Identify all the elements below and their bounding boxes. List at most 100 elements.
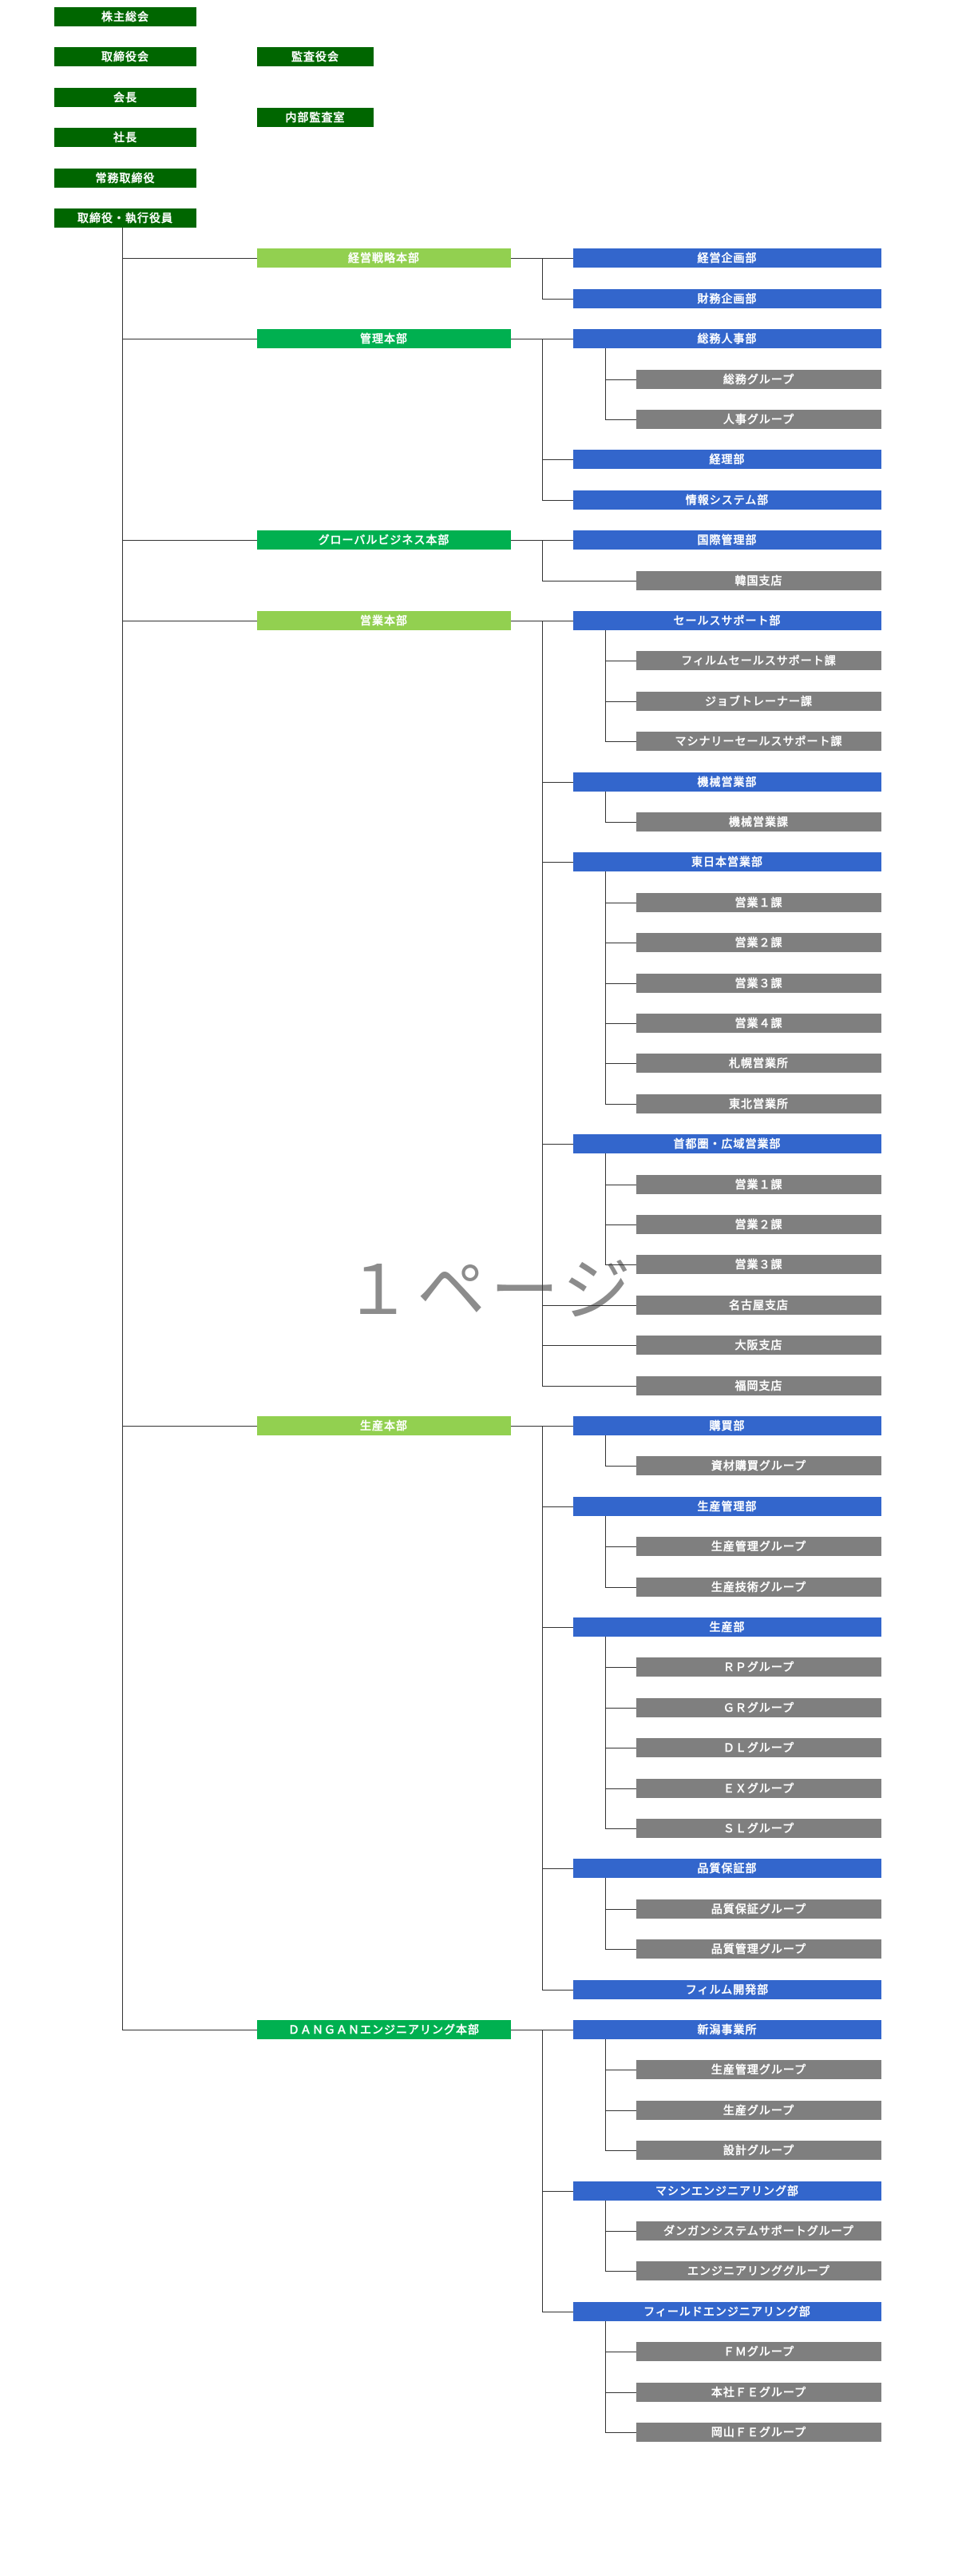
- group-connector: [605, 2392, 636, 2393]
- group-box: 本社ＦＥグループ: [636, 2383, 881, 2402]
- division-box: 営業本部: [257, 611, 511, 630]
- group-box: 生産管理グループ: [636, 2060, 881, 2079]
- group-connector: [605, 1023, 636, 1024]
- department-box: 大阪支店: [636, 1336, 881, 1355]
- group-trunk: [605, 792, 606, 823]
- department-connector: [542, 782, 573, 783]
- department-box: フィールドエンジニアリング部: [573, 2302, 881, 2321]
- group-connector: [605, 1828, 636, 1829]
- group-connector: [605, 1224, 636, 1225]
- department-connector: [542, 1627, 573, 1628]
- group-box: 営業２課: [636, 933, 881, 952]
- group-box: 機械営業課: [636, 812, 881, 832]
- group-connector: [605, 983, 636, 984]
- division-box: グローバルビジネス本部: [257, 530, 511, 550]
- executive-box: 社長: [54, 128, 196, 147]
- group-connector: [605, 1063, 636, 1064]
- group-box: エンジニアリンググループ: [636, 2261, 881, 2280]
- group-trunk: [605, 2201, 606, 2272]
- main-trunk: [122, 228, 123, 2030]
- group-box: ＳＬグループ: [636, 1819, 881, 1838]
- executive-box: 常務取締役: [54, 169, 196, 188]
- audit-box: 内部監査室: [257, 108, 374, 127]
- audit-box: 監査役会: [257, 47, 374, 66]
- group-box: ＥＸグループ: [636, 1779, 881, 1798]
- group-trunk: [605, 1153, 606, 1265]
- department-box: セールスサポート部: [573, 611, 881, 630]
- group-trunk: [605, 2321, 606, 2433]
- department-box: 東日本営業部: [573, 852, 881, 871]
- department-trunk: [542, 258, 543, 300]
- group-connector: [605, 379, 636, 380]
- department-box: 購買部: [573, 1416, 881, 1435]
- department-connector: [542, 1305, 636, 1306]
- group-box: 営業１課: [636, 1175, 881, 1194]
- department-trunk: [542, 2030, 543, 2312]
- division-box: 経営戦略本部: [257, 248, 511, 268]
- group-connector: [605, 1546, 636, 1547]
- group-box: 営業３課: [636, 1255, 881, 1274]
- group-box: フィルムセールスサポート課: [636, 651, 881, 670]
- group-connector: [605, 1466, 636, 1467]
- department-box: 機械営業部: [573, 772, 881, 792]
- group-trunk: [605, 1516, 606, 1588]
- group-connector: [605, 2110, 636, 2111]
- department-box: 国際管理部: [573, 530, 881, 550]
- group-connector: [605, 2150, 636, 2151]
- group-connector: [605, 2231, 636, 2232]
- department-box: 新潟事業所: [573, 2020, 881, 2039]
- group-box: 品質保証グループ: [636, 1899, 881, 1919]
- group-connector: [605, 1587, 636, 1588]
- group-box: ダンガンシステムサポートグループ: [636, 2221, 881, 2241]
- executive-box: 取締役・執行役員: [54, 208, 196, 228]
- department-connector: [542, 500, 573, 501]
- department-connector: [542, 1144, 573, 1145]
- division-connector: [122, 1426, 257, 1427]
- group-box: 営業４課: [636, 1014, 881, 1033]
- department-trunk: [542, 540, 543, 581]
- department-box: 品質保証部: [573, 1859, 881, 1878]
- department-box: 経営企画部: [573, 248, 881, 268]
- department-trunk: [542, 621, 543, 1387]
- department-box: フィルム開発部: [573, 1980, 881, 1999]
- group-box: 生産技術グループ: [636, 1578, 881, 1597]
- group-box: 営業３課: [636, 974, 881, 993]
- group-connector: [605, 1909, 636, 1910]
- group-trunk: [605, 1637, 606, 1829]
- department-box: マシンエンジニアリング部: [573, 2181, 881, 2201]
- department-box: 名古屋支店: [636, 1296, 881, 1315]
- department-connector: [542, 1506, 573, 1507]
- group-trunk: [605, 630, 606, 742]
- group-box: ＤＬグループ: [636, 1738, 881, 1757]
- group-box: 営業２課: [636, 1215, 881, 1234]
- executive-box: 株主総会: [54, 7, 196, 26]
- division-box: 管理本部: [257, 329, 511, 348]
- division-box: 生産本部: [257, 1416, 511, 1435]
- group-box: 資材購買グループ: [636, 1456, 881, 1475]
- group-box: ＲＰグループ: [636, 1657, 881, 1677]
- group-connector: [605, 1708, 636, 1709]
- page-watermark: １ページ: [343, 1251, 636, 1331]
- department-box: 生産管理部: [573, 1497, 881, 1516]
- group-connector: [605, 1788, 636, 1789]
- group-trunk: [605, 1435, 606, 1467]
- group-connector: [605, 701, 636, 702]
- department-box: 韓国支店: [636, 571, 881, 590]
- group-box: 総務グループ: [636, 370, 881, 389]
- department-connector: [542, 459, 573, 460]
- group-connector: [605, 1949, 636, 1950]
- division-connector: [122, 540, 257, 541]
- group-box: 岡山ＦＥグループ: [636, 2423, 881, 2442]
- department-connector: [542, 2191, 573, 2192]
- group-box: ＦＭグループ: [636, 2342, 881, 2361]
- department-box: 生産部: [573, 1617, 881, 1637]
- department-box: 情報システム部: [573, 490, 881, 510]
- department-box: 首都圏・広域営業部: [573, 1134, 881, 1153]
- division-box: ＤＡＮＧＡＮエンジニアリング本部: [257, 2020, 511, 2039]
- group-box: 生産管理グループ: [636, 1537, 881, 1556]
- department-box: 総務人事部: [573, 329, 881, 348]
- group-box: マシナリーセールスサポート課: [636, 732, 881, 751]
- department-box: 経理部: [573, 450, 881, 469]
- group-connector: [605, 419, 636, 420]
- group-connector: [605, 1104, 636, 1105]
